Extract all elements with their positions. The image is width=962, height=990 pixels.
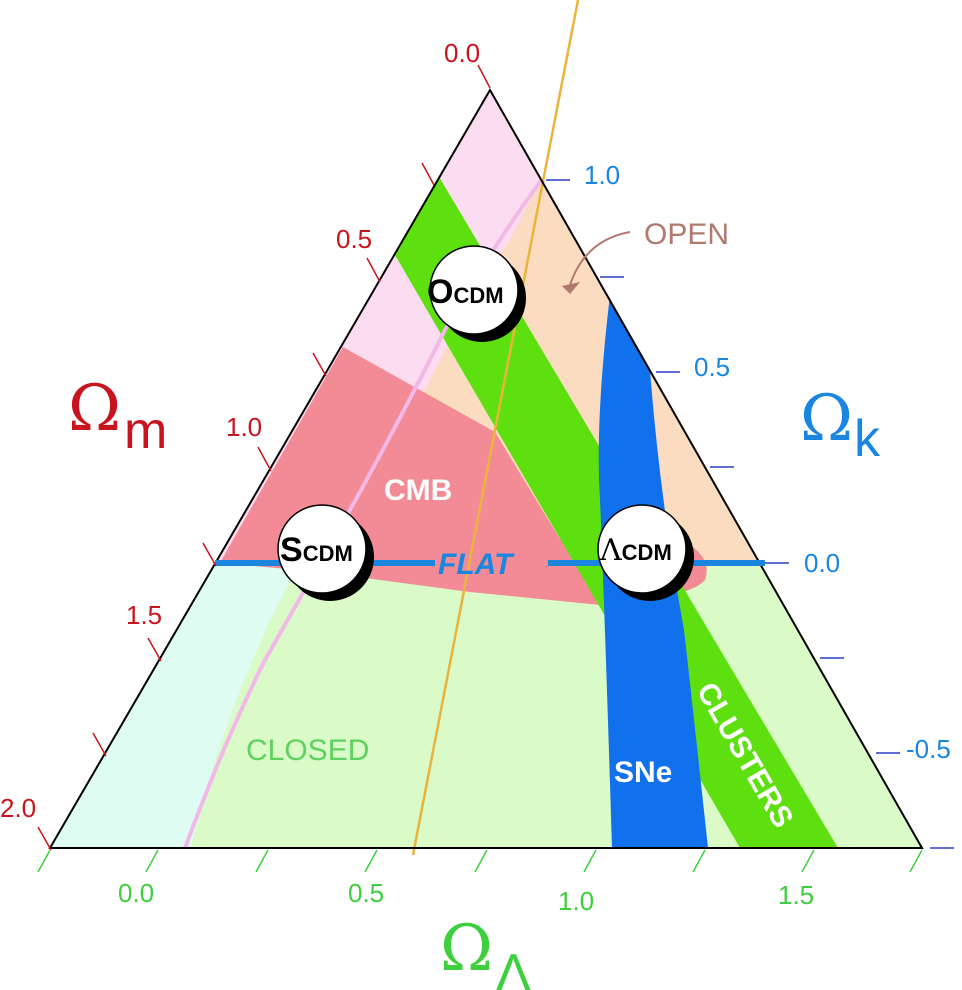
- cmb-label: CMB: [384, 474, 452, 507]
- omega-m-tick-label: 0.5: [336, 224, 372, 254]
- open-arrowhead: [562, 282, 580, 294]
- svg-text:k: k: [854, 410, 881, 468]
- sne-label: SNe: [614, 756, 672, 789]
- scdm-model-marker: SCDM: [277, 504, 374, 601]
- omega-k-tick-label: 0.0: [804, 548, 840, 578]
- svg-text:m: m: [124, 402, 167, 460]
- open-arrow: [569, 231, 631, 286]
- svg-text:Ω: Ω: [68, 372, 121, 446]
- omega-lambda-ticks: [37, 849, 923, 873]
- lcdm-model-marker: ΛCDM: [597, 504, 694, 601]
- svg-text:OCDM: OCDM: [427, 273, 504, 311]
- omega-k-axis-title: Ω k: [800, 382, 881, 468]
- omega-k-tick-label: -0.5: [906, 734, 951, 764]
- omega-m-axis-title: Ω m: [68, 372, 167, 460]
- omega-lambda-tick-label: 1.0: [558, 886, 594, 916]
- flat-label: FLAT: [438, 548, 515, 581]
- omega-lambda-tick-label: 0.0: [118, 878, 154, 908]
- omega-m-tick-label: 1.0: [226, 412, 262, 442]
- omega-k-tick-label: 0.5: [694, 352, 730, 382]
- open-label: OPEN: [644, 218, 729, 251]
- svg-text:ΛCDM: ΛCDM: [599, 533, 672, 568]
- svg-text:Ω: Ω: [800, 382, 853, 456]
- omega-m-tick-label: 1.5: [126, 600, 162, 630]
- omega-m-ticks: [37, 64, 491, 851]
- omega-lambda-tick-label: 0.5: [348, 878, 384, 908]
- omega-k-ticks: [546, 179, 954, 849]
- yellow-boundary-line: [411, 0, 580, 856]
- region-fills: [50, 90, 922, 848]
- svg-text:SCDM: SCDM: [280, 531, 353, 569]
- omega-m-tick-label: 2.0: [0, 793, 36, 823]
- svg-text:Ω: Ω: [440, 912, 493, 986]
- ocdm-model-marker: OCDM: [427, 245, 526, 342]
- omega-lambda-axis-title: Ω Λ: [440, 912, 531, 990]
- omega-k-tick-label: 1.0: [584, 160, 620, 190]
- omega-lambda-tick-label: 1.5: [778, 880, 814, 910]
- svg-text:Λ: Λ: [496, 944, 531, 990]
- closed-label: CLOSED: [246, 734, 369, 767]
- omega-m-tick-label: 0.0: [444, 38, 480, 68]
